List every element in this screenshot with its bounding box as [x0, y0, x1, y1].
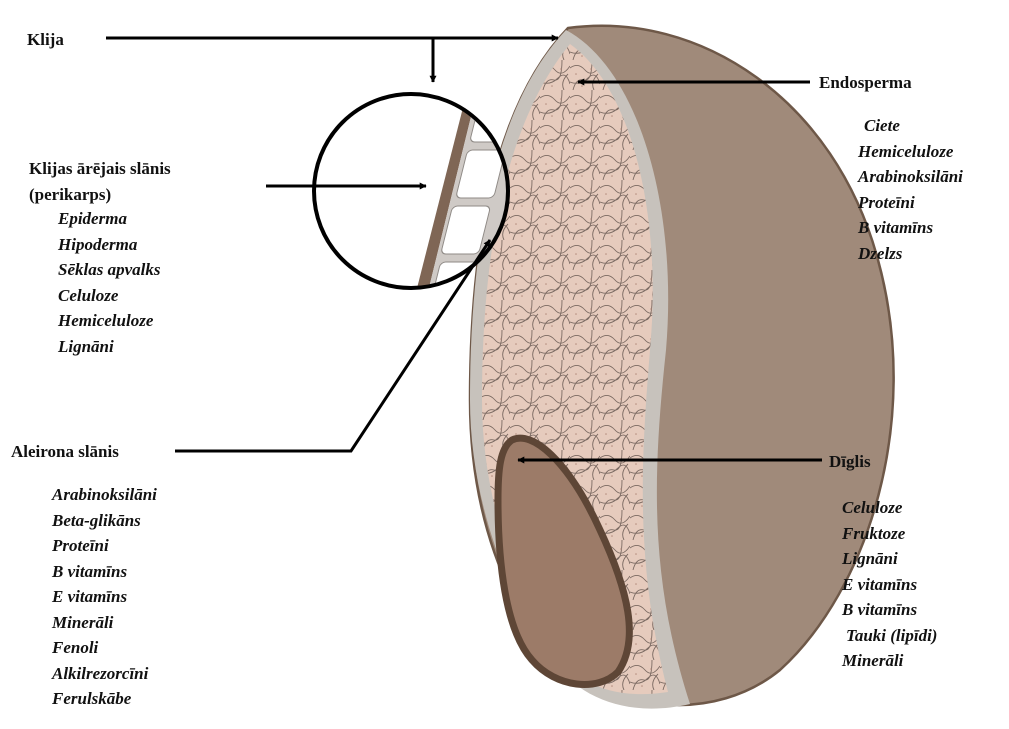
list-item: Arabinoksilāni — [858, 164, 963, 190]
list-item: Celuloze — [842, 495, 937, 521]
list-item: Hemiceluloze — [858, 139, 963, 165]
list-item: Arabinoksilāni — [52, 482, 157, 508]
outer-layer-sublabel: (perikarps) — [29, 186, 111, 203]
list-item: Minerāli — [52, 610, 157, 636]
endosperm-label: Endosperma — [819, 74, 912, 91]
list-item: Ferulskābe — [52, 686, 157, 712]
list-item: Proteīni — [858, 190, 963, 216]
list-item: Lignāni — [842, 546, 937, 572]
list-item: Hipoderma — [58, 232, 160, 258]
list-item: Ciete — [858, 113, 963, 139]
list-item: Minerāli — [842, 648, 937, 674]
list-item: B vitamīns — [842, 597, 937, 623]
grain — [470, 26, 894, 709]
list-item: Alkilrezorcīni — [52, 661, 157, 687]
bran-label: Klija — [27, 31, 64, 48]
list-item: Sēklas apvalks — [58, 257, 160, 283]
endosperm-components: Ciete Hemiceluloze Arabinoksilāni Proteī… — [858, 113, 963, 266]
list-item: Dzelzs — [858, 241, 963, 267]
list-item: Proteīni — [52, 533, 157, 559]
list-item: E vitamīns — [842, 572, 937, 598]
list-item: Fenoli — [52, 635, 157, 661]
list-item: Fruktoze — [842, 521, 937, 547]
list-item: B vitamīns — [52, 559, 157, 585]
list-item: Tauki (lipīdi) — [842, 623, 937, 649]
germ-components: Celuloze Fruktoze Lignāni E vitamīns B v… — [842, 495, 937, 674]
list-item: B vitamīns — [858, 215, 963, 241]
aleurone-label: Aleirona slānis — [11, 443, 119, 460]
germ-label: Dīglis — [829, 453, 871, 470]
list-item: Hemiceluloze — [58, 308, 160, 334]
list-item: Epiderma — [58, 206, 160, 232]
list-item: E vitamīns — [52, 584, 157, 610]
aleurone-components: Arabinoksilāni Beta-glikāns Proteīni B v… — [52, 482, 157, 712]
list-item: Celuloze — [58, 283, 160, 309]
list-item: Lignāni — [58, 334, 160, 360]
list-item: Beta-glikāns — [52, 508, 157, 534]
outer-layer-components: Epiderma Hipoderma Sēklas apvalks Celulo… — [58, 206, 160, 359]
outer-layer-label: Klijas ārējais slānis — [29, 160, 171, 177]
